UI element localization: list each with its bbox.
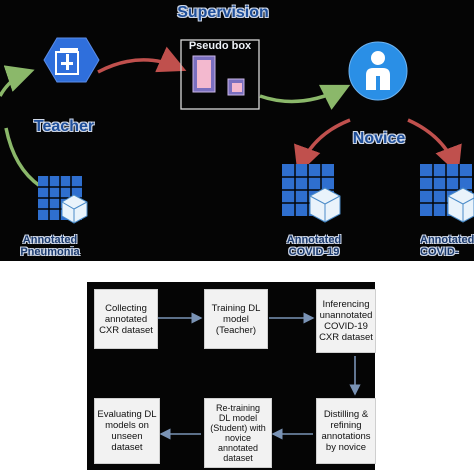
novice-to-covid-left-arrow: [294, 118, 351, 175]
novice-label: Novice: [352, 130, 406, 147]
flow-step-4: Distilling & refining annotations by nov…: [316, 398, 376, 464]
teacher-data-arrow-green: [4, 127, 42, 188]
novice-to-covid-right-arrow: [407, 118, 462, 175]
flow-step-3: Inferencing unannotated COVID-19 CXR dat…: [316, 289, 376, 353]
flow-step-2: Training DL model (Teacher): [204, 289, 268, 349]
teacher-to-pseudo-arrow: [97, 46, 187, 74]
input-arrow-green: [0, 65, 35, 97]
teacher-icon: [43, 37, 100, 83]
pseudo-box-label: Pseudo box: [188, 40, 252, 52]
pneumonia-dataset-icon: [38, 176, 88, 224]
covid-dataset-right-icon: [420, 164, 474, 223]
schematic-panel: Supervision Pseudo box Teacher Novice An…: [0, 0, 474, 261]
schematic-graphics: [0, 37, 474, 224]
covid-dataset-left-icon: [282, 164, 341, 223]
teacher-label: Teacher: [33, 118, 95, 135]
workflow-arrows: [158, 312, 361, 440]
annotated-covid-left-label: Annotated COVID-19: [286, 234, 342, 258]
annotated-covid-right-label: Annotated COVID-: [420, 234, 474, 258]
flow-step-6: Evaluating DL models on unseen dataset: [94, 398, 160, 464]
workflow-panel: Collecting annotated CXR dataset Trainin…: [87, 282, 376, 470]
novice-icon: [348, 41, 408, 101]
pseudo-box-frame: [180, 39, 260, 110]
pseudo-to-novice-arrow: [259, 84, 351, 110]
annotated-pneumonia-label: Annotated Pneumonia: [20, 234, 80, 258]
flow-step-1: Collecting annotated CXR dataset: [94, 289, 158, 349]
supervision-label: Supervision: [177, 4, 269, 21]
flow-step-5: Re-training DL model (Student) with novi…: [204, 398, 272, 468]
pseudo-box-icon: [192, 55, 245, 96]
